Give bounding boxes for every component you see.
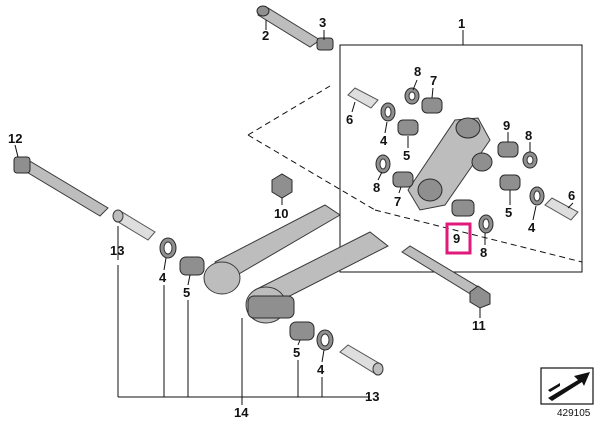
label-2: 2 bbox=[262, 28, 269, 43]
washer-4-bottom bbox=[316, 329, 334, 351]
label-6-right: 6 bbox=[568, 188, 575, 203]
label-9-highlight: 9 bbox=[453, 231, 460, 246]
label-3: 3 bbox=[319, 15, 326, 30]
label-4-right: 4 bbox=[528, 220, 536, 235]
rocker-arm-1 bbox=[407, 117, 493, 211]
label-4-upper: 4 bbox=[380, 133, 388, 148]
label-9-right: 9 bbox=[503, 118, 510, 133]
washer-8-top bbox=[404, 87, 420, 105]
sleeve-6-top bbox=[347, 87, 379, 109]
sleeve-3 bbox=[316, 37, 334, 51]
bearing-7-top bbox=[421, 97, 443, 114]
label-11: 11 bbox=[472, 318, 486, 333]
bushing-13-bottom bbox=[339, 344, 384, 376]
assembly-1-frame bbox=[339, 44, 583, 273]
label-5-right: 5 bbox=[505, 205, 512, 220]
nut-10 bbox=[271, 173, 293, 199]
label-6-left: 6 bbox=[346, 112, 353, 127]
linkage-14 bbox=[203, 204, 389, 324]
reference-id: 429105 bbox=[557, 408, 591, 419]
bearing-5-bottom bbox=[289, 321, 315, 341]
leader-lines bbox=[14, 20, 574, 405]
sleeve-6-right bbox=[544, 197, 579, 221]
bolt-12 bbox=[13, 156, 109, 217]
label-14: 14 bbox=[234, 405, 249, 420]
label-4-left: 4 bbox=[159, 270, 167, 285]
bearing-9-bottom bbox=[451, 199, 475, 217]
label-5-upper: 5 bbox=[403, 148, 410, 163]
washer-4-left bbox=[159, 237, 177, 259]
washer-8-b bbox=[375, 154, 391, 174]
label-13-bottom: 13 bbox=[365, 389, 379, 404]
washer-4-right bbox=[529, 186, 545, 206]
label-5-bottom: 5 bbox=[293, 345, 300, 360]
orientation-arrow-icon bbox=[540, 367, 594, 405]
label-7-lower: 7 bbox=[394, 194, 401, 209]
label-1: 1 bbox=[458, 16, 465, 31]
label-8-bottom: 8 bbox=[480, 245, 487, 260]
bearing-5-right bbox=[499, 174, 521, 191]
bearing-7-b bbox=[392, 171, 414, 188]
bearing-5-a bbox=[397, 119, 419, 136]
label-7-top: 7 bbox=[430, 73, 437, 88]
label-8-top: 8 bbox=[414, 64, 421, 79]
part-labels: 1 2 3 8 7 6 4 5 9 8 8 7 5 6 4 8 10 11 12… bbox=[8, 15, 575, 420]
label-4-bottom: 4 bbox=[317, 362, 325, 377]
label-12: 12 bbox=[8, 131, 22, 146]
washer-8-a bbox=[380, 102, 396, 122]
bearing-5-left bbox=[179, 256, 205, 276]
highlighted-label-9: 9 bbox=[445, 222, 472, 255]
label-8-lower: 8 bbox=[373, 180, 380, 195]
washer-8-bottom bbox=[478, 214, 494, 234]
label-13-left: 13 bbox=[110, 243, 124, 258]
highlight-box bbox=[445, 222, 472, 255]
bolt-11 bbox=[401, 245, 491, 309]
label-5-left: 5 bbox=[183, 285, 190, 300]
alignment-dashed-lines bbox=[247, 85, 583, 263]
bushing-13-left bbox=[112, 209, 156, 241]
bearing-9-right bbox=[497, 141, 519, 158]
label-8-right: 8 bbox=[525, 128, 532, 143]
label-10: 10 bbox=[274, 206, 288, 221]
washer-8-right bbox=[522, 151, 538, 169]
